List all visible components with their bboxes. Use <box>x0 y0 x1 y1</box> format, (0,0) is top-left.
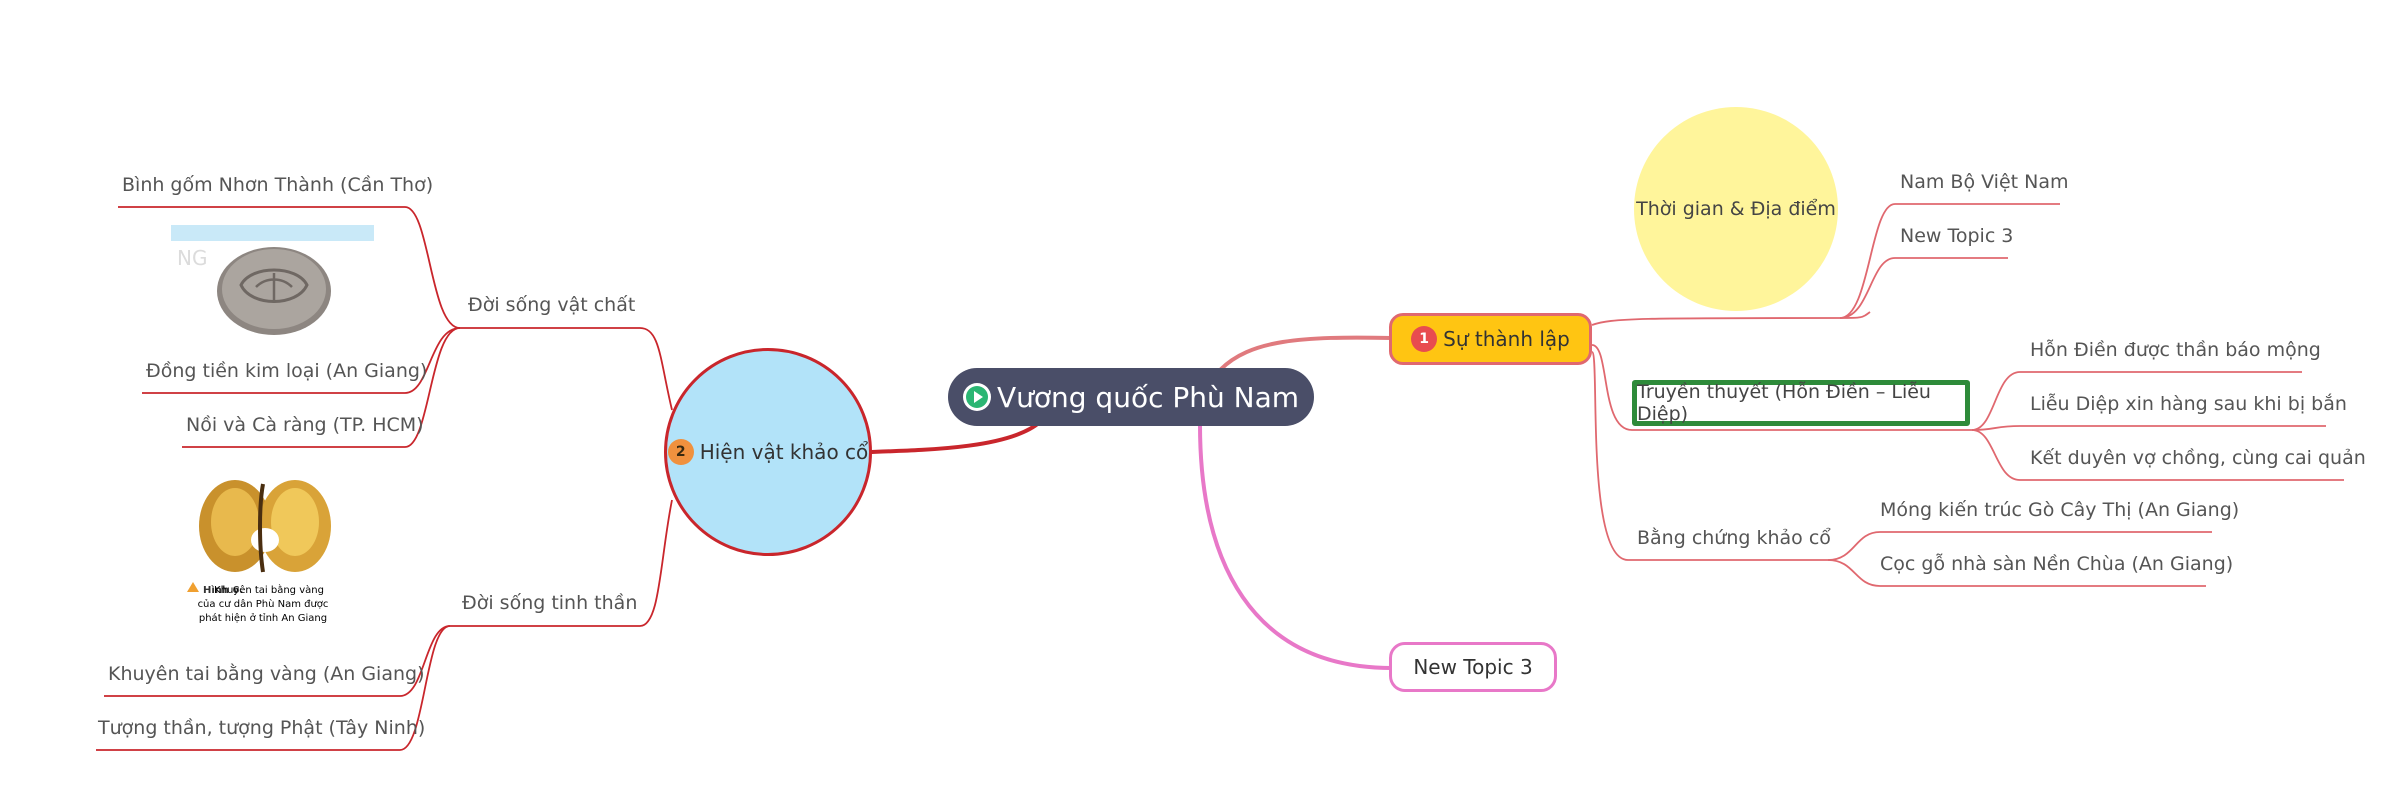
central-topic[interactable]: Vương quốc Phù Nam <box>948 368 1314 426</box>
central-topic-label: Vương quốc Phù Nam <box>996 380 1300 414</box>
earring-caption-line2: của cư dân Phù Nam được <box>198 598 329 610</box>
legend-item-dream[interactable]: Hỗn Điền được thần báo mộng <box>2030 339 2321 361</box>
spiritual-item-earring[interactable]: Khuyên tai bằng vàng (An Giang) <box>108 663 425 685</box>
subtopic-nam-bo[interactable]: Nam Bộ Việt Nam <box>1900 171 2069 193</box>
subtopic-legend[interactable]: Truyền thuyết (Hỗn Điền – Liễu Diệp) <box>1632 380 1970 426</box>
subtopic-evidence[interactable]: Bằng chứng khảo cổ <box>1637 527 1831 549</box>
topic-founding-label: Sự thành lập <box>1443 327 1570 351</box>
evidence-item-go-cay-thi[interactable]: Móng kiến trúc Gò Cây Thị (An Giang) <box>1880 499 2240 521</box>
material-item-coin[interactable]: Đồng tiền kim loại (An Giang) <box>146 360 428 382</box>
subtopic-legend-label: Truyền thuyết (Hỗn Điền – Liễu Diệp) <box>1637 381 1931 425</box>
material-item-pottery[interactable]: Bình gốm Nhơn Thành (Cần Thơ) <box>122 174 434 196</box>
earring-caption-line3: phát hiện ở tỉnh An Giang <box>199 612 327 624</box>
material-item-pot[interactable]: Nồi và Cà ràng (TP. HCM) <box>186 414 424 436</box>
subtopic-time-place[interactable]: Thời gian & Địa điểm <box>1634 107 1838 311</box>
earring-caption-figure: Hình 6. <box>203 584 243 596</box>
topic-founding[interactable]: 1 Sự thành lập <box>1389 313 1592 365</box>
coin-image: NG <box>171 225 374 335</box>
subtopic-spiritual-life[interactable]: Đời sống tinh thần <box>462 592 638 614</box>
gold-earring-image: Hình 6. Khuyên tai bằng vàng của cư dân … <box>187 480 331 624</box>
subtopic-new-topic-3[interactable]: New Topic 3 <box>1900 225 2014 247</box>
spiritual-item-statues[interactable]: Tượng thần, tượng Phật (Tây Ninh) <box>98 717 426 739</box>
priority-2-badge: 2 <box>667 439 694 465</box>
topic-new-topic-3[interactable]: New Topic 3 <box>1389 642 1557 692</box>
subtopic-time-place-label: Thời gian & Địa điểm <box>1636 198 1836 220</box>
evidence-item-nen-chua[interactable]: Cọc gỗ nhà sàn Nền Chùa (An Giang) <box>1880 553 2234 575</box>
topic-new-topic-3-label: New Topic 3 <box>1413 655 1533 679</box>
play-icon[interactable] <box>962 383 991 411</box>
priority-1-badge: 1 <box>1411 326 1438 352</box>
earring-caption-line1: Khuyên tai bằng vàng <box>214 583 324 596</box>
svg-text:NG: NG <box>177 246 207 270</box>
topic-artifacts[interactable]: 2 Hiện vật khảo cổ <box>664 348 872 556</box>
legend-item-marriage[interactable]: Kết duyên vợ chồng, cùng cai quản <box>2030 447 2366 469</box>
topic-artifacts-label: Hiện vật khảo cổ <box>699 440 869 464</box>
legend-item-surrender[interactable]: Liễu Diệp xin hàng sau khi bị bắn <box>2030 393 2347 415</box>
subtopic-material-life[interactable]: Đời sống vật chất <box>468 294 636 316</box>
